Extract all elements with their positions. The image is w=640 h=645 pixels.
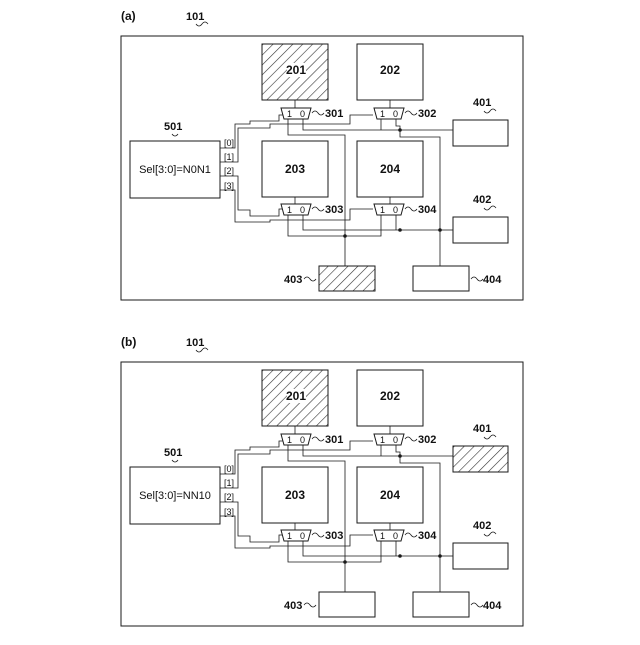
sel-line-label: [1] <box>224 478 234 488</box>
mux-input-0: 0 <box>393 531 398 541</box>
peripheral-402 <box>453 217 508 243</box>
mux-input-0: 0 <box>393 109 398 119</box>
peripheral-401-ref: 401 <box>473 97 491 109</box>
peripheral-404-ref: 404 <box>483 600 502 612</box>
peripheral-ref-leader <box>304 603 316 607</box>
mux-303-ref: 303 <box>325 530 343 542</box>
peripheral-ref-leader <box>484 435 496 439</box>
mux-ref-leader <box>312 533 324 537</box>
mux-ref-leader <box>405 533 417 537</box>
block-201-label: 201 <box>286 63 306 77</box>
controller-ref-leader <box>172 460 178 462</box>
mux-301-ref: 301 <box>325 108 343 120</box>
mux-302 <box>374 434 404 445</box>
peripheral-ref-leader <box>471 277 483 281</box>
peripheral-403-ref: 403 <box>284 600 302 612</box>
mux-302-ref: 302 <box>418 108 436 120</box>
peripheral-401 <box>453 120 508 146</box>
block-201-label: 201 <box>286 389 306 403</box>
sel-line-label: [3] <box>224 507 234 517</box>
peripheral-404 <box>413 592 469 617</box>
mux-304-ref: 304 <box>418 204 437 216</box>
controller-ref-label: 501 <box>164 447 182 459</box>
peripheral-ref-leader <box>304 277 316 281</box>
peripheral-ref-leader <box>484 206 496 210</box>
sel-line-label: [0] <box>224 138 234 148</box>
sel-line-label: [2] <box>224 492 234 502</box>
mux-input-1: 1 <box>287 531 292 541</box>
panel-a: (a) 101 501 Sel[3:0]=N0N1 [0] [1] [2] [3… <box>121 9 523 300</box>
sel-line-label: [1] <box>224 152 234 162</box>
mux-input-0: 0 <box>300 205 305 215</box>
mux-302-ref: 302 <box>418 434 436 446</box>
peripheral-404 <box>413 266 469 291</box>
controller-ref-leader <box>172 134 178 136</box>
peripheral-ref-leader <box>471 603 483 607</box>
sel-line-label: [3] <box>224 181 234 191</box>
mux-304 <box>374 530 404 541</box>
mux-input-0: 0 <box>300 435 305 445</box>
controller-text: Sel[3:0]=N0N1 <box>139 164 211 176</box>
mux-303 <box>281 530 311 541</box>
panel-b: (b) 101 501 Sel[3:0]=NN10 [0] [1] [2] [3… <box>121 335 523 626</box>
block-203-label: 203 <box>285 162 305 176</box>
mux-input-0: 0 <box>393 205 398 215</box>
mux-303-ref: 303 <box>325 204 343 216</box>
peripheral-ref-leader <box>484 109 496 113</box>
frame-ref-label: 101 <box>186 337 204 349</box>
mux-ref-leader <box>405 437 417 441</box>
mux-301 <box>281 108 311 119</box>
mux-input-0: 0 <box>300 109 305 119</box>
mux-301 <box>281 434 311 445</box>
peripheral-403 <box>319 592 375 617</box>
block-202-label: 202 <box>380 63 400 77</box>
mux-input-1: 1 <box>287 109 292 119</box>
peripheral-404-ref: 404 <box>483 274 502 286</box>
mux-ref-leader <box>312 207 324 211</box>
mux-304-ref: 304 <box>418 530 437 542</box>
panel-label: (b) <box>121 335 136 349</box>
mux-input-1: 1 <box>287 435 292 445</box>
sel-line-label: [0] <box>224 464 234 474</box>
controller-ref-label: 501 <box>164 121 182 133</box>
mux-input-0: 0 <box>393 435 398 445</box>
mux-303 <box>281 204 311 215</box>
peripheral-401-ref: 401 <box>473 423 491 435</box>
mux-input-1: 1 <box>380 531 385 541</box>
frame-ref-label: 101 <box>186 11 204 23</box>
controller-text: Sel[3:0]=NN10 <box>139 490 211 502</box>
block-204-label: 204 <box>380 162 400 176</box>
mux-input-1: 1 <box>380 435 385 445</box>
mux-input-1: 1 <box>380 205 385 215</box>
peripheral-402-ref: 402 <box>473 520 491 532</box>
peripheral-403-ref: 403 <box>284 274 302 286</box>
mux-ref-leader <box>312 437 324 441</box>
mux-ref-leader <box>405 111 417 115</box>
peripheral-402 <box>453 543 508 569</box>
block-202-label: 202 <box>380 389 400 403</box>
peripheral-ref-leader <box>484 532 496 536</box>
mux-input-1: 1 <box>287 205 292 215</box>
mux-input-0: 0 <box>300 531 305 541</box>
block-203-label: 203 <box>285 488 305 502</box>
sel-line-label: [2] <box>224 166 234 176</box>
mux-304 <box>374 204 404 215</box>
peripheral-401 <box>453 446 508 472</box>
peripheral-403 <box>319 266 375 291</box>
panel-label: (a) <box>121 9 136 23</box>
mux-ref-leader <box>312 111 324 115</box>
mux-301-ref: 301 <box>325 434 343 446</box>
block-204-label: 204 <box>380 488 400 502</box>
mux-ref-leader <box>405 207 417 211</box>
mux-input-1: 1 <box>380 109 385 119</box>
peripheral-402-ref: 402 <box>473 194 491 206</box>
mux-302 <box>374 108 404 119</box>
